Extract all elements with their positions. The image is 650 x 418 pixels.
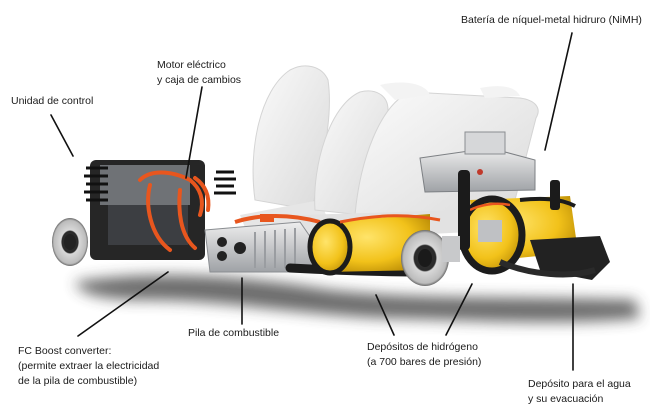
leader-battery (544, 32, 573, 151)
leader-hydrogen-tank-1 (375, 294, 395, 336)
label-line: de la pila de combustible) (18, 375, 138, 387)
fuel-cell-stack (204, 214, 321, 273)
label-line: Pila de combustible (188, 327, 280, 339)
rear-brake-disc (401, 230, 460, 286)
label-line: y su evacuación (528, 393, 604, 405)
rear-shock-absorber (458, 170, 470, 250)
label-motor-gearbox: Motor eléctrico y caja de cambios (157, 58, 241, 88)
label-fuel-cell: Pila de combustible (188, 326, 279, 341)
label-line: Depósito para el agua (528, 378, 631, 390)
label-line: Depósitos de hidrógeno (367, 341, 478, 353)
label-line: (permite extraer la electricidad (18, 360, 160, 372)
nimh-battery (419, 131, 536, 193)
leader-lines (50, 32, 574, 371)
label-hydrogen-tanks: Depósitos de hidrógeno (a 700 bares de p… (367, 340, 481, 370)
ground-shadow (75, 275, 640, 323)
leader-boost-converter (77, 271, 169, 337)
label-nimh-battery: Batería de níquel-metal hidruro (NiMH) (461, 13, 642, 28)
label-water-tank: Depósito para el agua y su evacuación (528, 377, 631, 407)
label-line: (a 700 bares de presión) (367, 356, 482, 368)
label-line: y caja de cambios (157, 74, 242, 86)
leader-hydrogen-tank-2 (445, 283, 473, 336)
label-line: Unidad de control (11, 95, 94, 107)
label-line: Batería de níquel-metal hidruro (NiMH) (461, 14, 642, 26)
label-line: Motor eléctrico (157, 59, 226, 71)
label-control-unit: Unidad de control (11, 94, 93, 109)
label-line: FC Boost converter: (18, 345, 112, 357)
hydrogen-tanks (307, 195, 578, 276)
label-fc-boost-converter: FC Boost converter: (permite extraer la … (18, 344, 159, 389)
leader-control-unit (50, 114, 74, 157)
leader-motor (185, 86, 203, 179)
front-module (52, 160, 236, 266)
